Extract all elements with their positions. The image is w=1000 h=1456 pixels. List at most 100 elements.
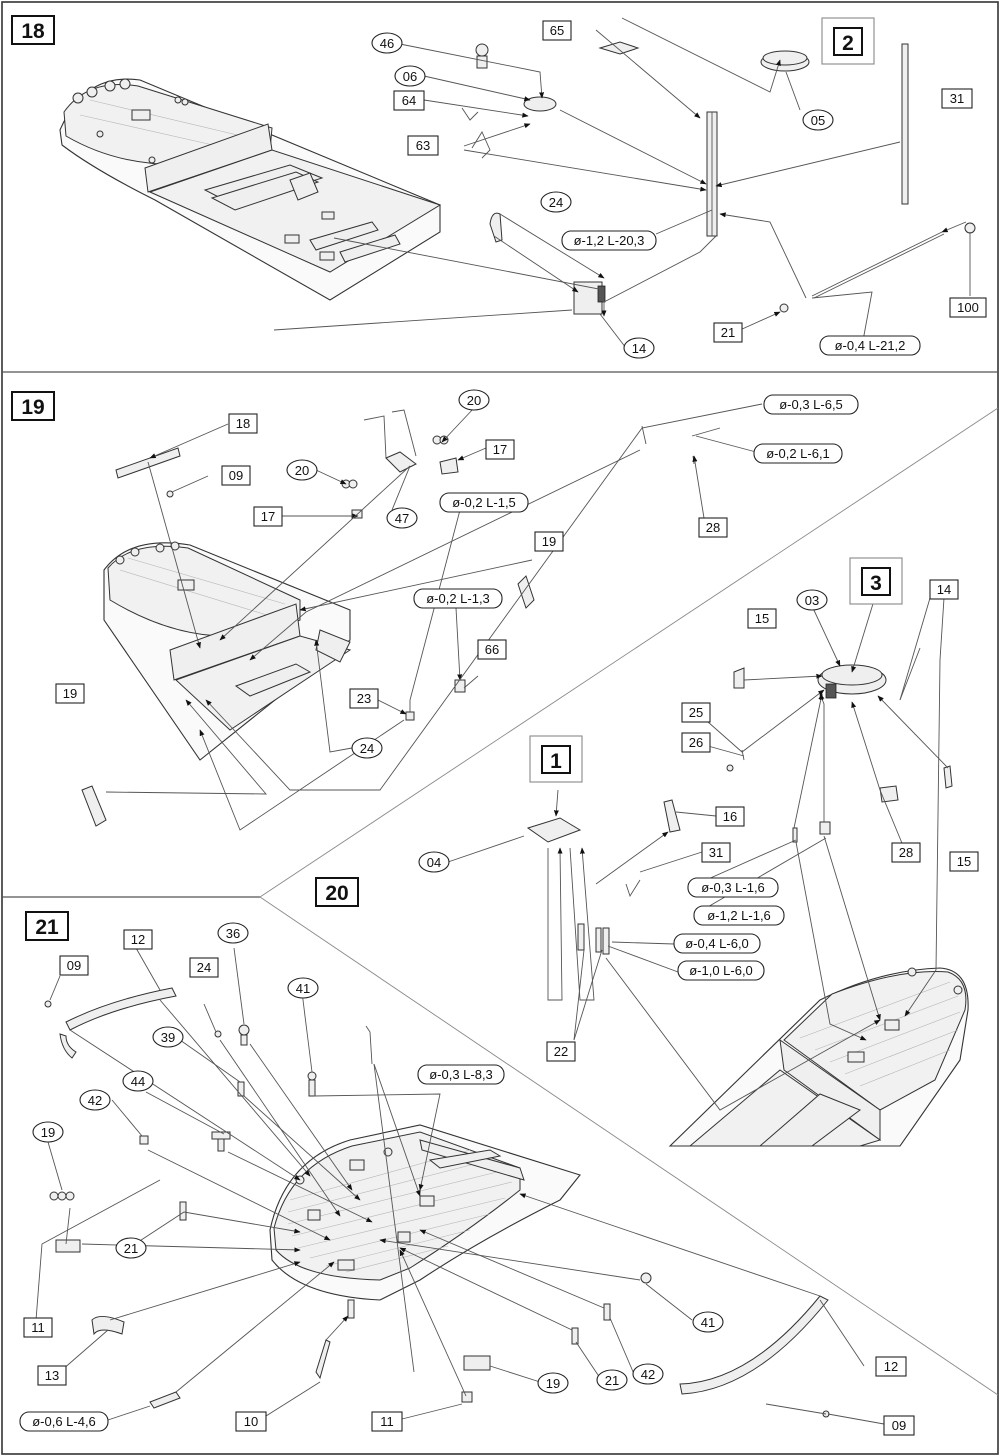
svg-text:06: 06 [403, 69, 417, 84]
callout-41b: 41 [692, 1311, 724, 1333]
callout-rod-d: ø-1,0 L-6,0 [677, 960, 765, 981]
svg-text:28: 28 [706, 520, 720, 535]
callout-wire-15: ø-0,2 L-1,5 [439, 492, 529, 513]
callout-64: 64 [393, 90, 425, 111]
callout-rod-83: ø-0,3 L-8,3 [417, 1064, 505, 1085]
svg-text:1: 1 [550, 750, 562, 773]
svg-text:24: 24 [197, 960, 211, 975]
callout-rod-65: ø-0,3 L-6,5 [763, 394, 859, 415]
svg-text:13: 13 [45, 1368, 59, 1383]
svg-text:ø-1,2 L-1,6: ø-1,2 L-1,6 [707, 908, 771, 923]
svg-text:12: 12 [131, 932, 145, 947]
callout-05: 05 [802, 109, 834, 131]
callout-14: 14 [929, 579, 959, 600]
svg-text:42: 42 [88, 1093, 102, 1108]
parts-21 [44, 987, 830, 1418]
svg-text:ø-0,2 L-1,5: ø-0,2 L-1,5 [452, 495, 516, 510]
svg-text:17: 17 [493, 442, 507, 457]
svg-text:ø-0,3 L-6,5: ø-0,3 L-6,5 [779, 397, 843, 412]
svg-text:41: 41 [701, 1315, 715, 1330]
svg-text:04: 04 [427, 855, 441, 870]
svg-text:11: 11 [31, 1320, 45, 1335]
svg-text:28: 28 [899, 845, 913, 860]
svg-text:100: 100 [957, 300, 979, 315]
svg-text:19: 19 [542, 534, 556, 549]
callout-25: 25 [681, 702, 711, 723]
callout-21b: 21 [596, 1369, 628, 1391]
callout-66: 66 [477, 639, 507, 660]
callout-63: 63 [407, 135, 439, 156]
callout-10: 10 [235, 1411, 267, 1432]
step-19-number: 19 [21, 396, 44, 419]
callout-24: 24 [351, 737, 383, 759]
leaders-19 [105, 403, 763, 831]
svg-text:10: 10 [244, 1414, 258, 1429]
svg-text:18: 18 [236, 416, 250, 431]
svg-text:09: 09 [892, 1418, 906, 1433]
svg-text:31: 31 [709, 845, 723, 860]
svg-text:31: 31 [950, 91, 964, 106]
leaders-18 [273, 17, 971, 349]
svg-text:36: 36 [226, 926, 240, 941]
step-20-box [315, 877, 359, 907]
svg-text:17: 17 [261, 509, 275, 524]
callout-42a: 42 [79, 1089, 111, 1111]
step-19-panel: 19 [11, 389, 859, 831]
subassembly-1-box: 1 [529, 735, 583, 783]
step-20-number: 20 [325, 882, 348, 905]
svg-text:21: 21 [721, 325, 735, 340]
step-18-box [11, 15, 55, 45]
svg-text:15: 15 [957, 854, 971, 869]
svg-text:14: 14 [937, 582, 951, 597]
callout-12a: 12 [123, 929, 153, 950]
callout-21a: 21 [115, 1237, 147, 1259]
callout-19a: 19 [534, 531, 564, 552]
svg-text:26: 26 [689, 735, 703, 750]
svg-text:63: 63 [416, 138, 430, 153]
callout-11b: 11 [371, 1411, 403, 1432]
callout-31: 31 [701, 842, 731, 863]
callout-wire-13: ø-0,2 L-1,3 [413, 588, 503, 609]
svg-text:21: 21 [605, 1373, 619, 1388]
callout-15a: 15 [747, 608, 777, 629]
callout-46: 46 [371, 32, 403, 54]
svg-text:19: 19 [63, 686, 77, 701]
callout-03: 03 [796, 589, 828, 611]
step-21-panel: 21 [19, 911, 915, 1436]
subassembly-3-box: 3 [849, 557, 903, 605]
parts-20 [526, 647, 953, 955]
svg-text:20: 20 [295, 463, 309, 478]
svg-text:3: 3 [870, 572, 882, 595]
svg-text:19: 19 [41, 1125, 55, 1140]
step-21-number: 21 [35, 916, 59, 939]
callout-12b: 12 [875, 1356, 907, 1377]
svg-text:66: 66 [485, 642, 499, 657]
svg-text:03: 03 [805, 593, 819, 608]
subassembly-2-box: 2 [821, 17, 875, 65]
svg-text:15: 15 [755, 611, 769, 626]
callout-19b: 19 [55, 683, 85, 704]
callout-09a: 09 [59, 955, 89, 976]
callout-24: 24 [540, 191, 572, 213]
callout-19b: 19 [537, 1372, 569, 1394]
svg-text:09: 09 [67, 958, 81, 973]
callout-17a: 17 [485, 439, 515, 460]
svg-text:46: 46 [380, 36, 394, 51]
svg-text:19: 19 [546, 1376, 560, 1391]
svg-text:ø-1,2 L-20,3: ø-1,2 L-20,3 [574, 233, 645, 248]
svg-text:14: 14 [632, 341, 646, 356]
svg-text:39: 39 [161, 1030, 175, 1045]
step-18-number: 18 [21, 20, 45, 43]
callout-24: 24 [189, 957, 219, 978]
svg-text:44: 44 [131, 1074, 145, 1089]
svg-text:ø-0,4 L-6,0: ø-0,4 L-6,0 [685, 936, 749, 951]
svg-text:16: 16 [723, 809, 737, 824]
hull-illustration-18 [59, 78, 442, 301]
svg-text:ø-1,0 L-6,0: ø-1,0 L-6,0 [689, 963, 753, 978]
callout-11a: 11 [23, 1317, 53, 1338]
callout-19a: 19 [32, 1121, 64, 1143]
callout-06: 06 [394, 65, 426, 87]
svg-text:ø-0,6 L-4,6: ø-0,6 L-4,6 [32, 1414, 96, 1429]
svg-text:47: 47 [395, 511, 409, 526]
